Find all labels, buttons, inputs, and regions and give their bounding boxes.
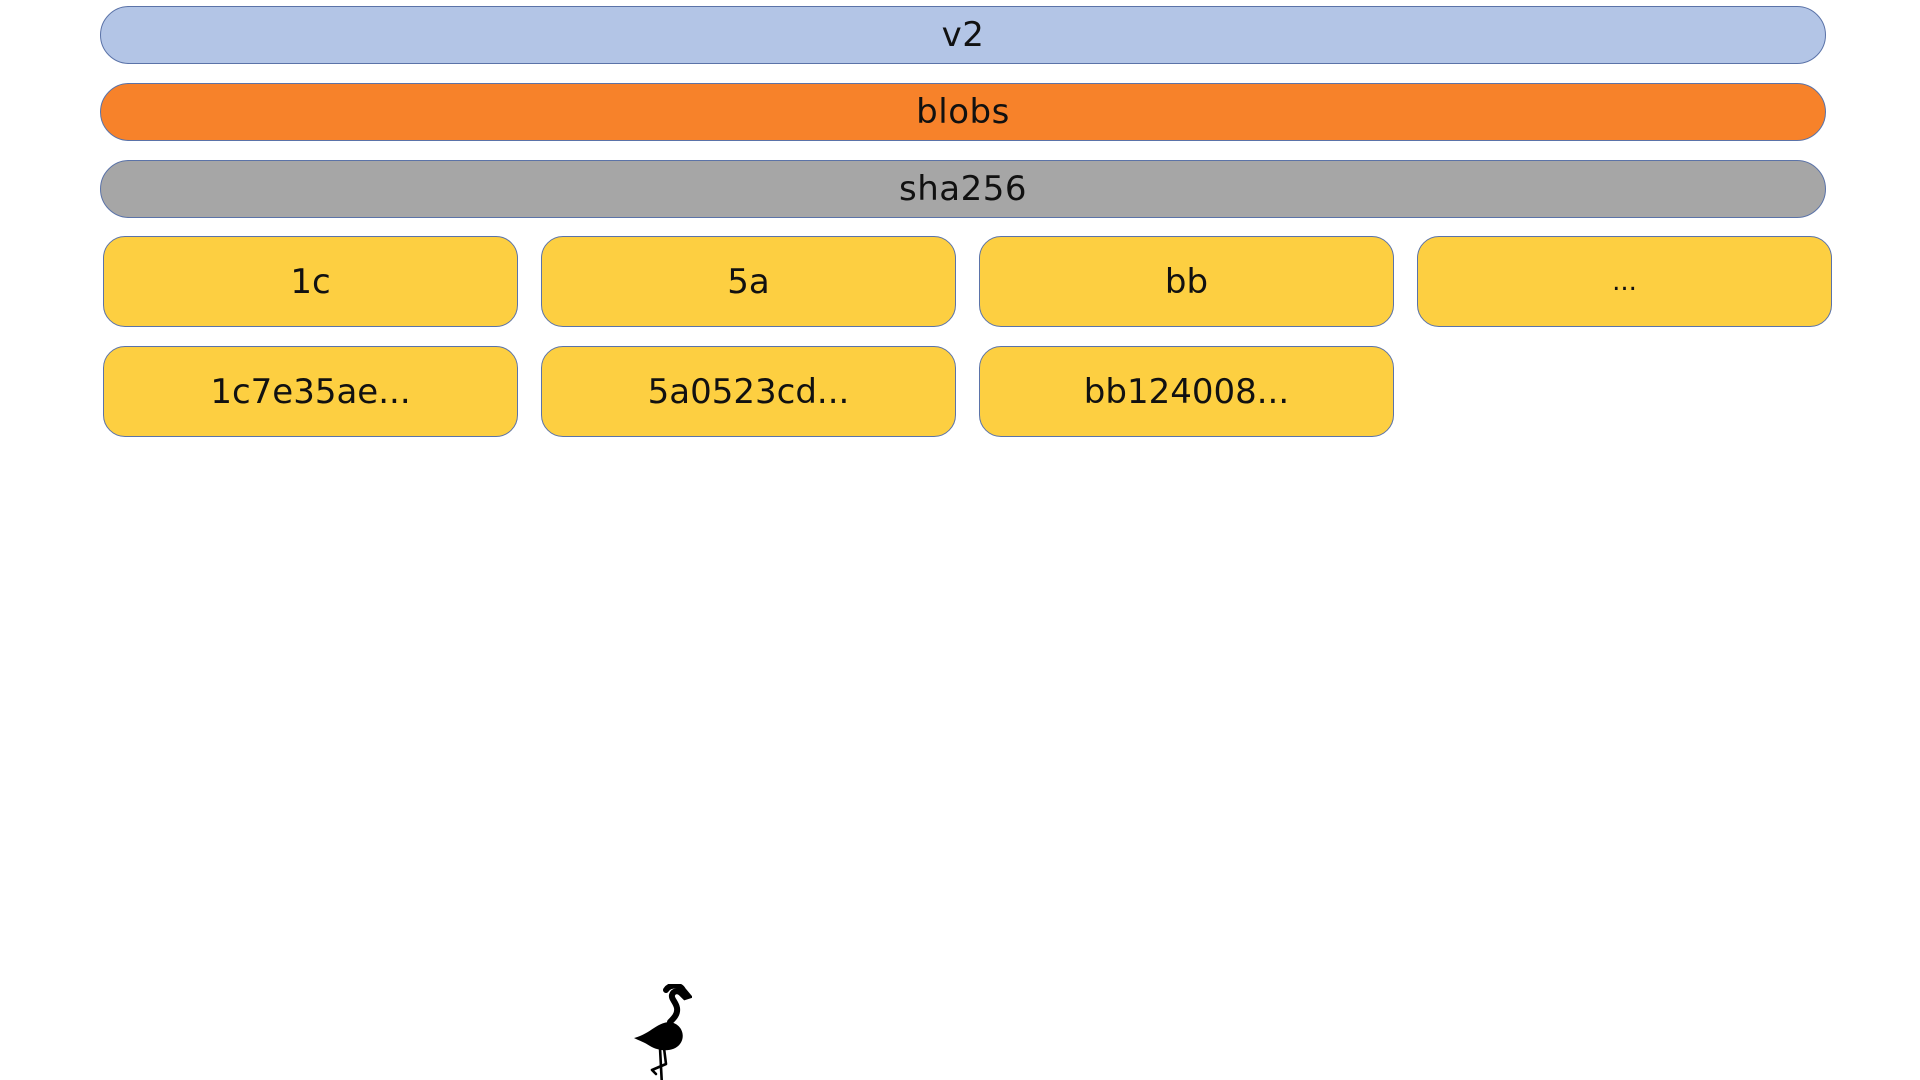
prefix-box-5a: 5a: [541, 236, 956, 327]
prefix-label: 1c: [290, 261, 331, 302]
prefix-box-1c: 1c: [103, 236, 518, 327]
digest-box-bb124008: bb124008...: [979, 346, 1394, 437]
prefix-label: 5a: [727, 261, 770, 302]
digest-label: bb124008...: [1083, 371, 1290, 412]
sha256-level-bar: sha256: [100, 160, 1826, 218]
v2-level-bar: v2: [100, 6, 1826, 64]
prefix-box-bb: bb: [979, 236, 1394, 327]
prefix-box-more: ...: [1417, 236, 1832, 327]
blobs-level-bar: blobs: [100, 83, 1826, 141]
digest-label: 1c7e35ae...: [210, 371, 411, 412]
digest-box-5a0523cd: 5a0523cd...: [541, 346, 956, 437]
flamingo-icon: [634, 984, 692, 1080]
sha256-label: sha256: [899, 169, 1027, 209]
prefix-label: ...: [1612, 266, 1637, 297]
v2-label: v2: [941, 15, 985, 55]
blobs-label: blobs: [916, 92, 1010, 132]
digest-box-1c7e35ae: 1c7e35ae...: [103, 346, 518, 437]
digest-label: 5a0523cd...: [647, 371, 850, 412]
prefix-label: bb: [1164, 261, 1209, 302]
